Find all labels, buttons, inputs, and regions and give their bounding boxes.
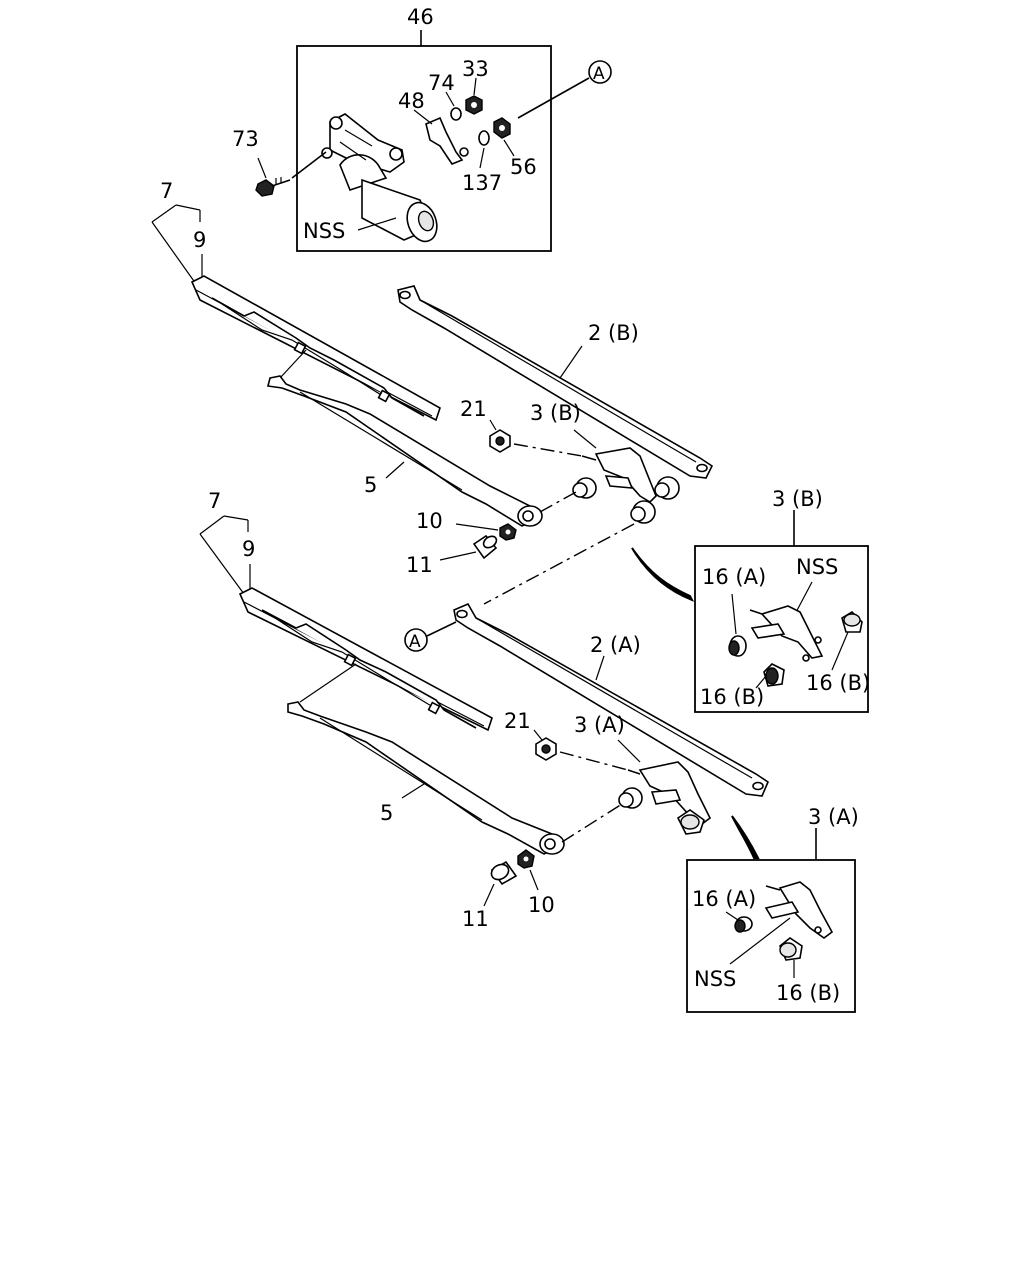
reference-a-mid-circle <box>404 628 428 652</box>
inset-3a-pivot <box>764 881 834 939</box>
callout-21-upper: 21 <box>460 397 487 421</box>
callout-3a: 3 (A) <box>574 713 625 737</box>
nut-33 <box>465 95 483 115</box>
linkage-rod-2b <box>397 285 714 479</box>
callout-137: 137 <box>462 171 502 195</box>
callout-2b: 2 (B) <box>588 321 639 345</box>
callout-3b-box: 3 (B) <box>772 487 823 511</box>
callout-73: 73 <box>232 127 259 151</box>
callout-56: 56 <box>510 155 537 179</box>
callout-11-lower: 11 <box>462 907 489 931</box>
callout-9-lower: 9 <box>242 537 255 561</box>
cap-11-lower <box>490 860 518 886</box>
wiper-blade-upper <box>190 275 441 422</box>
inset-3a: 3 (A) 16 (A) NSS 16 (B) <box>686 805 859 1013</box>
inset-3a-bushing-16b <box>779 937 803 961</box>
callout-46: 46 <box>407 5 434 29</box>
bolt-73 <box>255 177 291 197</box>
motor-assembly-box <box>296 45 552 252</box>
inset-3b-bushing-16a <box>728 635 747 657</box>
callout-nss-motor: NSS <box>303 219 345 243</box>
nut-56 <box>493 117 511 139</box>
inset-3b: 3 (B) 16 (A) NSS 16 (B) 16 (B) <box>694 487 870 713</box>
callout-48: 48 <box>398 89 425 113</box>
pivot-3a <box>618 761 712 835</box>
callout-3a-box: 3 (A) <box>808 805 859 829</box>
wiper-arm-lower <box>287 701 565 855</box>
inset-3a-bushing-16a <box>734 916 753 933</box>
reference-a-mid: A <box>409 632 421 652</box>
inset-3b-16b-left: 16 (B) <box>700 685 764 709</box>
inset-3b-16a: 16 (A) <box>702 565 766 589</box>
inset-3b-bushing-16b-right <box>841 610 863 633</box>
inset-3a-nss: NSS <box>694 967 736 991</box>
wiper-motor <box>321 113 438 243</box>
linkage-rod-2a <box>453 602 769 797</box>
reference-a-top-circle <box>588 60 612 84</box>
inset-3b-pivot <box>749 605 824 662</box>
inset-3b-nss: NSS <box>796 555 838 579</box>
lower-wiper-assembly: 7 9 5 A <box>199 489 769 931</box>
callout-33: 33 <box>462 57 489 81</box>
motor-bracket <box>425 116 469 165</box>
nut-21-upper <box>489 429 511 453</box>
callout-5-lower: 5 <box>380 801 393 825</box>
callout-3b: 3 (B) <box>530 401 581 425</box>
callout-9-upper: 9 <box>193 228 206 252</box>
callout-21-lower: 21 <box>504 709 531 733</box>
inset-3a-box <box>686 859 856 1013</box>
wiper-arm-upper <box>267 375 543 527</box>
upper-wiper-assembly: 7 9 5 10 <box>151 179 714 577</box>
nut-10-lower <box>517 849 535 869</box>
inset-3b-box <box>694 545 869 713</box>
inset-3b-bushing-16b-left <box>763 663 785 687</box>
washer-137 <box>478 130 490 146</box>
callout-7-upper: 7 <box>160 179 173 203</box>
cap-11-upper <box>472 534 498 560</box>
washer-74 <box>450 107 462 121</box>
wiper-blade-lower <box>238 587 493 732</box>
nut-10-upper <box>499 523 517 541</box>
callout-7-lower: 7 <box>208 489 221 513</box>
inset-3a-16b: 16 (B) <box>776 981 840 1005</box>
nut-21-lower <box>535 737 557 761</box>
callout-2a: 2 (A) <box>590 633 641 657</box>
inset-3b-16b-right: 16 (B) <box>806 671 870 695</box>
callout-10-upper: 10 <box>416 509 443 533</box>
motor-assembly-group: 46 48 74 33 <box>296 5 552 252</box>
inset-3a-16a: 16 (A) <box>692 887 756 911</box>
callout-11-upper: 11 <box>406 553 433 577</box>
pivot-3b <box>572 447 680 524</box>
callout-74: 74 <box>428 71 455 95</box>
callout-10-lower: 10 <box>528 893 555 917</box>
callout-5-upper: 5 <box>364 473 377 497</box>
reference-a-top: A <box>593 64 605 84</box>
